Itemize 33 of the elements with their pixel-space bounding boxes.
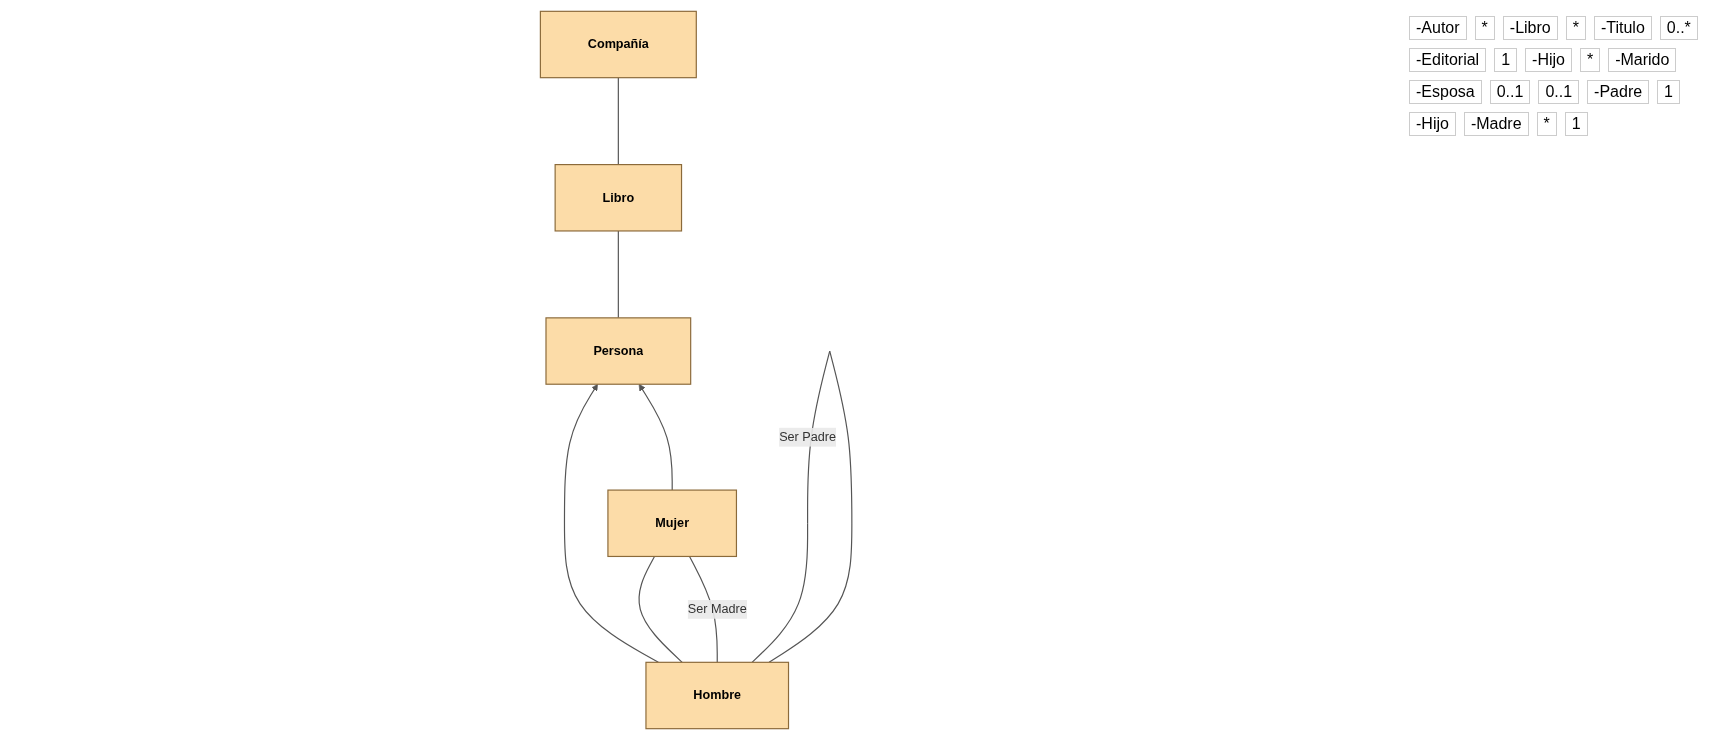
node-box: Mujer — [607, 489, 738, 558]
role-label: 1 — [1657, 80, 1680, 104]
edge-label: Ser Madre — [688, 602, 748, 616]
connector — [638, 555, 684, 663]
connector — [618, 230, 620, 319]
connector — [751, 350, 853, 663]
role-label: * — [1565, 16, 1586, 40]
role-label: -Titulo — [1593, 16, 1652, 40]
role-label: * — [1536, 112, 1557, 136]
role-label: 0..* — [1659, 16, 1698, 40]
role-label: 0..1 — [1489, 80, 1531, 104]
role-label: -Hijo — [1525, 48, 1572, 72]
node-box: Persona — [545, 317, 692, 385]
role-label: -Hijo — [1409, 112, 1456, 136]
node-box: Hombre — [645, 661, 790, 730]
role-label: * — [1579, 48, 1601, 72]
node-box: Libro — [554, 164, 683, 232]
role-label: 0..1 — [1538, 80, 1580, 104]
role-label: -Marido — [1608, 48, 1677, 72]
node-box: Compañía — [540, 10, 698, 79]
arrow — [564, 383, 660, 663]
role-label: 1 — [1494, 48, 1518, 72]
role-label: -Esposa — [1409, 80, 1482, 104]
role-label: -Editorial — [1409, 48, 1487, 72]
role-label: -Autor — [1409, 16, 1467, 40]
arrow — [639, 383, 674, 491]
connector — [618, 77, 620, 166]
edge-label: Ser Padre — [779, 430, 837, 444]
role-label: -Libro — [1502, 16, 1558, 40]
role-label: -Padre — [1587, 80, 1650, 104]
role-label: * — [1474, 16, 1495, 40]
role-label: 1 — [1564, 112, 1588, 136]
role-label: -Madre — [1463, 112, 1529, 136]
